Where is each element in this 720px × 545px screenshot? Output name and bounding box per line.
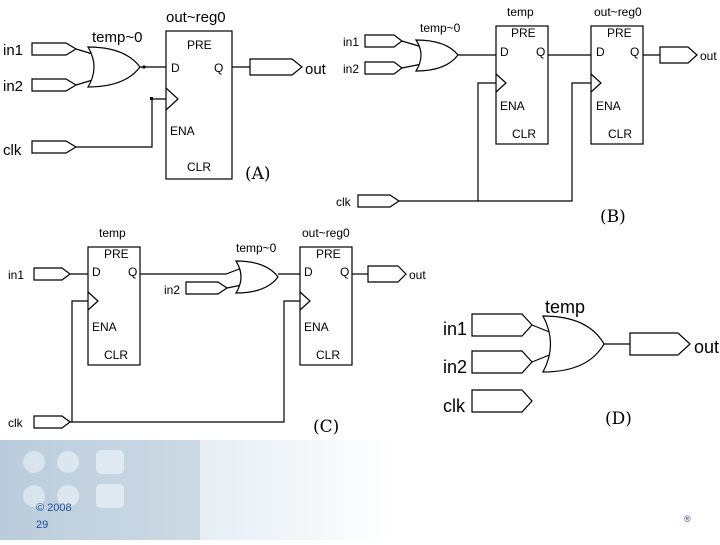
caption-c: (C) [313, 417, 339, 437]
port-pre-c2: PRE [316, 247, 341, 261]
port-pre-a: PRE [187, 38, 212, 52]
pin-clk-a [31, 140, 78, 154]
label-out-c: out [409, 268, 426, 282]
pin-in2-a [31, 78, 78, 92]
reg2-label-b: out~reg0 [594, 5, 642, 19]
pin-in1-c [33, 267, 71, 281]
diagram-c: in1 temp PRE D Q ENA CLR in2 temp~0 out~… [8, 226, 426, 437]
keypad-icon [0, 440, 200, 540]
label-in2-c: in2 [164, 283, 180, 297]
port-d-b1: D [500, 45, 509, 59]
footer-band [0, 440, 720, 540]
pin-out-d [629, 332, 691, 356]
page-number: 29 [36, 519, 49, 531]
caption-b: (B) [600, 207, 626, 227]
pin-in2-b [364, 61, 403, 75]
label-clk-c: clk [8, 416, 24, 430]
port-ena-b1: ENA [500, 99, 525, 113]
gate-label-b: temp~0 [420, 21, 461, 35]
label-clk-d: clk [443, 396, 466, 416]
diagram-d: in1 in2 clk temp out (D) [443, 297, 719, 429]
pin-out-a [249, 58, 303, 76]
gate-label-d: temp [545, 297, 585, 317]
or-gate-d [541, 315, 605, 373]
label-in2-d: in2 [443, 357, 467, 377]
label-clk-a: clk [3, 142, 22, 159]
or-gate-a [86, 46, 141, 88]
label-in1-a: in1 [3, 42, 23, 59]
port-clr-a: CLR [187, 160, 211, 174]
port-q-c2: Q [340, 265, 349, 279]
port-pre-b1: PRE [511, 26, 536, 40]
register-1-c [87, 246, 141, 366]
pin-in2-c [185, 281, 229, 295]
label-in1-b: in1 [343, 35, 359, 49]
port-q-c1: Q [128, 265, 137, 279]
label-out-b: out [700, 49, 717, 63]
label-in1-d: in1 [443, 319, 467, 339]
label-out-d: out [694, 337, 719, 357]
pin-clk-b [357, 194, 401, 208]
port-d-b2: D [596, 45, 605, 59]
port-ena-c1: ENA [92, 320, 117, 334]
pin-in2-d [471, 350, 533, 374]
port-pre-c1: PRE [104, 247, 129, 261]
register-2-c [299, 246, 353, 366]
label-in2-b: in2 [343, 62, 359, 76]
pin-in1-d [471, 313, 533, 337]
port-clr-b2: CLR [608, 127, 632, 141]
or-gate-b [414, 39, 459, 72]
port-q-b2: Q [630, 45, 639, 59]
gate-label-c: temp~0 [236, 241, 277, 255]
port-d-c1: D [92, 265, 101, 279]
port-d-a: D [171, 61, 180, 75]
port-clr-b1: CLR [512, 127, 536, 141]
reg2-label-c: out~reg0 [302, 226, 350, 240]
label-out-a: out [305, 61, 327, 78]
port-ena-c2: ENA [304, 320, 329, 334]
label-in2-a: in2 [3, 78, 23, 95]
reg1-label-c: temp [99, 226, 126, 240]
port-ena-b2: ENA [596, 99, 621, 113]
reg1-label-b: temp [507, 5, 534, 19]
port-q-a: Q [214, 61, 223, 75]
caption-d: (D) [605, 409, 632, 429]
pin-clk-d [471, 389, 533, 413]
or-gate-c [234, 260, 279, 294]
pin-clk-c [33, 415, 71, 429]
port-pre-b2: PRE [607, 26, 632, 40]
port-d-c2: D [304, 265, 313, 279]
label-in1-c: in1 [8, 268, 24, 282]
pin-in1-b [364, 34, 403, 48]
pin-in1-a [31, 42, 78, 56]
pin-out-b [659, 46, 698, 64]
gate-label-a: temp~0 [92, 29, 142, 46]
port-ena-a: ENA [170, 124, 195, 138]
copyright-text: © 2008 [36, 502, 72, 514]
pin-out-c [367, 265, 407, 283]
port-q-b1: Q [536, 45, 545, 59]
registered-mark: ® [684, 514, 691, 524]
register-a [165, 30, 233, 180]
caption-a: (A) [245, 164, 271, 184]
diagram-b: in1 in2 temp~0 temp PRE D Q ENA CLR out~… [336, 5, 717, 227]
label-clk-b: clk [336, 195, 352, 209]
reg-label-a: out~reg0 [166, 9, 226, 26]
diagram-a: in1 in2 clk temp~0 out~reg0 PRE D Q ENA … [3, 9, 327, 184]
port-clr-c2: CLR [316, 348, 340, 362]
port-clr-c1: CLR [104, 348, 128, 362]
